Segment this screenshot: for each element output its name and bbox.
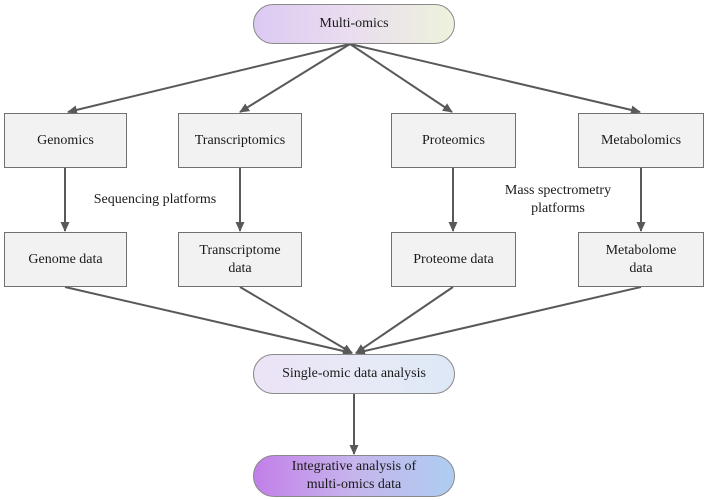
arrow-genome-data-to-analysis [64, 286, 353, 356]
multi-omics-label: Multi-omics [319, 16, 389, 31]
arrow-metabolome-data-to-analysis [355, 286, 642, 356]
integrative-analysis-label: Integrative analysis of multi-omics data [291, 459, 417, 492]
genomics-label: Genomics [37, 132, 94, 148]
arrow-proteome-data-to-analysis [355, 286, 454, 354]
genome-data-box: Genome data [4, 232, 127, 287]
metabolome-data-label: Metabolome data [605, 242, 677, 276]
proteome-data-box: Proteome data [391, 232, 516, 287]
genome-data-label: Genome data [28, 251, 103, 267]
arrow-multi-omics-to-genomics [67, 43, 351, 115]
transcriptomics-label: Transcriptomics [194, 132, 286, 148]
arrow-multi-omics-to-transcriptomics [239, 43, 351, 113]
transcriptome-data-box: Transcriptome data [178, 232, 302, 287]
mass-spectrometry-platforms-annotation: Mass spectrometry platforms [504, 183, 612, 216]
metabolomics-box: Metabolomics [578, 113, 704, 168]
arrow-multi-omics-to-proteomics [349, 43, 453, 113]
genomics-box: Genomics [4, 113, 127, 168]
multi-omics-node: Multi-omics [253, 4, 455, 44]
proteomics-box: Proteomics [391, 113, 516, 168]
arrow-transcriptome-data-to-analysis [239, 286, 353, 354]
metabolomics-label: Metabolomics [600, 132, 682, 148]
proteomics-label: Proteomics [422, 132, 485, 148]
arrow-multi-omics-to-metabolomics [349, 43, 641, 115]
single-omic-analysis-node: Single-omic data analysis [253, 354, 455, 394]
sequencing-platforms-annotation: Sequencing platforms [93, 192, 217, 207]
transcriptomics-box: Transcriptomics [178, 113, 302, 168]
transcriptome-data-label: Transcriptome data [199, 242, 281, 276]
proteome-data-label: Proteome data [413, 251, 494, 267]
metabolome-data-box: Metabolome data [578, 232, 704, 287]
single-omic-analysis-label: Single-omic data analysis [282, 366, 426, 381]
integrative-analysis-node: Integrative analysis of multi-omics data [253, 455, 455, 497]
